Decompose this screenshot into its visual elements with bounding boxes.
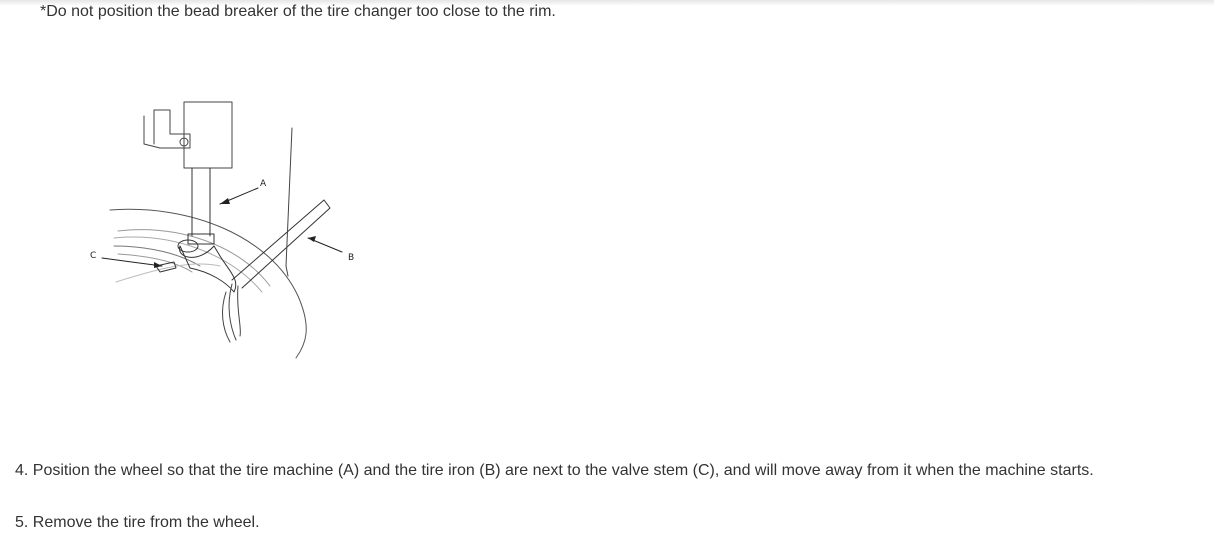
tire-changer-illustration: A B C bbox=[80, 96, 380, 366]
rim-lines bbox=[113, 245, 201, 267]
leader-c bbox=[101, 257, 163, 267]
mount-head bbox=[179, 245, 237, 293]
post bbox=[285, 127, 293, 267]
callout-a: A bbox=[260, 179, 267, 189]
shaft-tire-machine bbox=[191, 167, 211, 237]
valve-stem bbox=[155, 261, 177, 273]
clamp-bracket bbox=[143, 109, 191, 149]
step-4-text: 4. Position the wheel so that the tire m… bbox=[15, 462, 1094, 479]
step-5-text: 5. Remove the tire from the wheel. bbox=[15, 514, 260, 531]
tire-arc-3 bbox=[113, 236, 263, 293]
callout-b: B bbox=[348, 253, 354, 263]
tire-arc-inner bbox=[117, 229, 271, 287]
callout-c: C bbox=[90, 251, 96, 261]
top-shadow bbox=[0, 0, 1214, 6]
head-outline bbox=[183, 101, 233, 169]
post-2 bbox=[285, 265, 289, 277]
tire-hook bbox=[222, 283, 241, 343]
rim-lines-2 bbox=[117, 253, 193, 273]
warning-note: *Do not position the bead breaker of the… bbox=[40, 3, 556, 20]
tire-changer-drawing: A B C bbox=[90, 101, 354, 359]
shaft-collar bbox=[187, 233, 215, 245]
tire-arc-outer bbox=[109, 208, 307, 359]
lower-arc bbox=[115, 263, 221, 283]
tire-iron bbox=[231, 199, 331, 289]
